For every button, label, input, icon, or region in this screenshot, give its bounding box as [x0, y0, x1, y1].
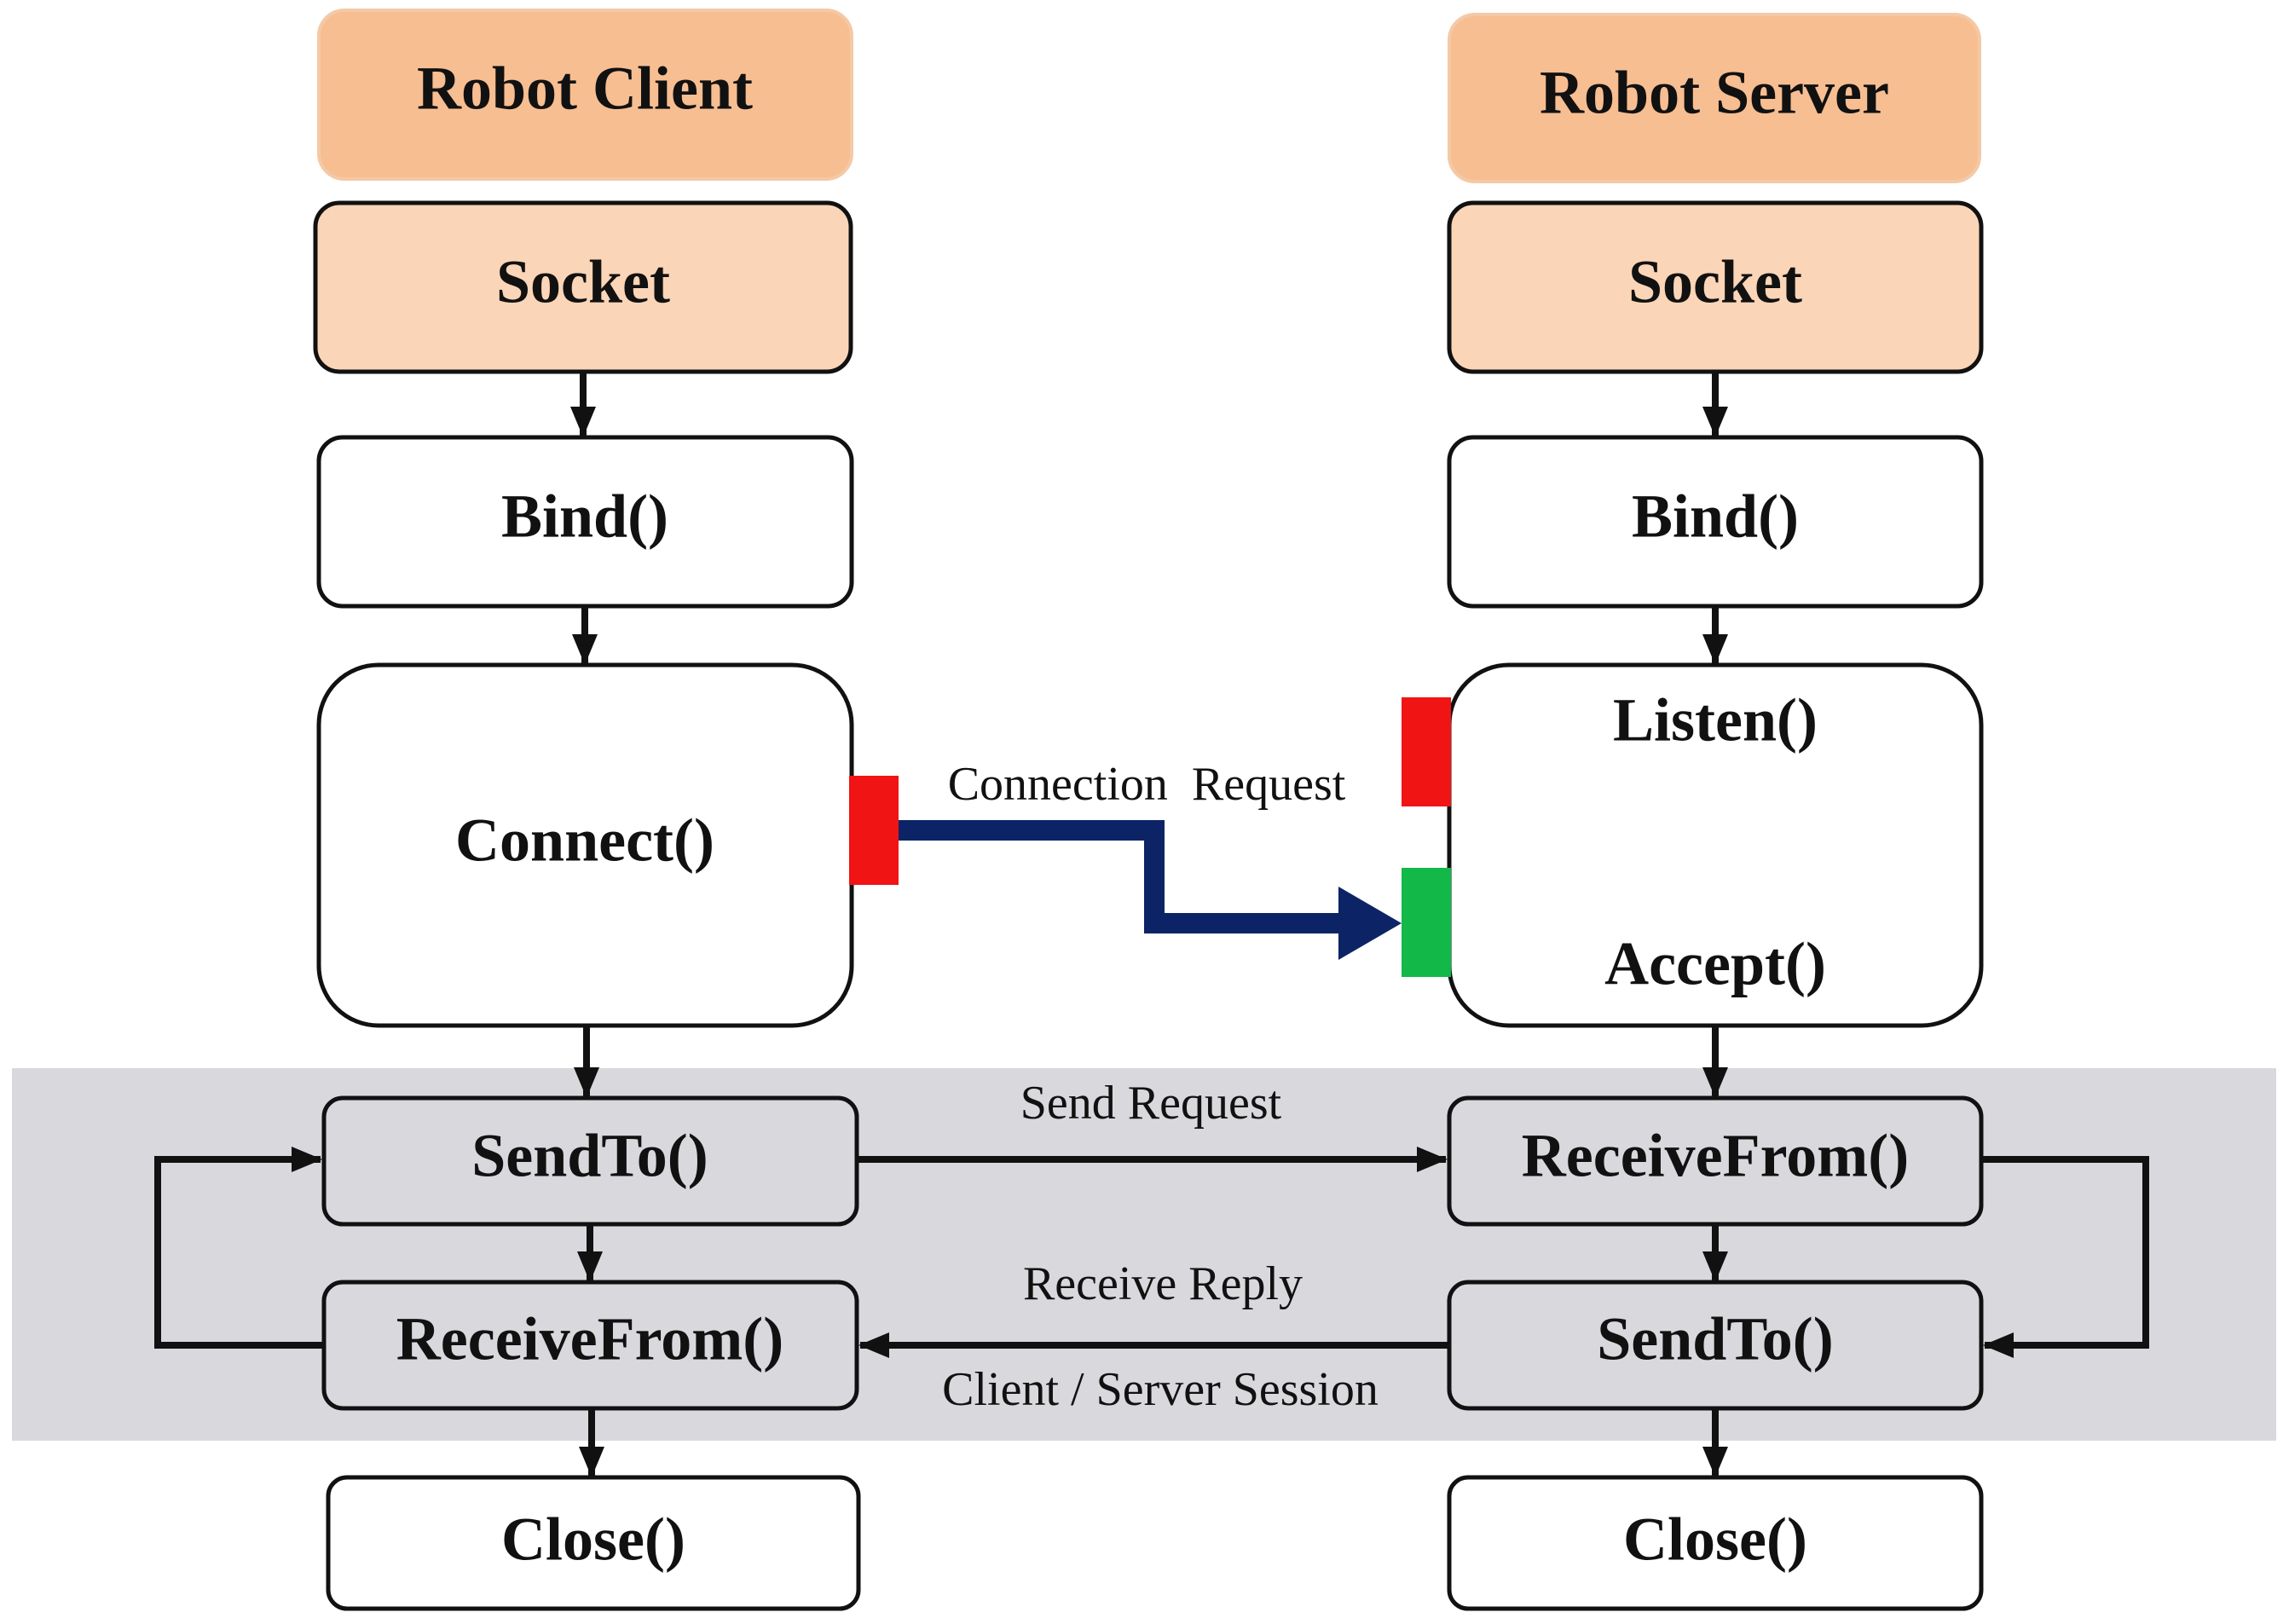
arrow-server-loop: [1981, 1156, 2149, 1358]
client-socket-label: Socket: [496, 248, 670, 316]
server-socket-box: Socket: [1447, 200, 1984, 374]
server-red-port: [1402, 697, 1451, 806]
server-receivefrom-box: ReceiveFrom(): [1447, 1095, 1984, 1227]
client-socket-box: Socket: [313, 200, 853, 374]
server-receivefrom-label: ReceiveFrom(): [1522, 1122, 1909, 1190]
client-sendto-box: SendTo(): [321, 1095, 859, 1227]
server-close-box: Close(): [1447, 1475, 1984, 1611]
server-title: Robot Server: [1540, 59, 1889, 127]
client-red-port: [849, 776, 899, 885]
arrow-connection-request: [899, 820, 1342, 933]
client-receivefrom-box: ReceiveFrom(): [321, 1280, 859, 1411]
server-sendto-box: SendTo(): [1447, 1280, 1984, 1411]
server-sendto-label: SendTo(): [1597, 1305, 1833, 1373]
client-connect-label: Connect(): [455, 806, 714, 875]
client-connect-box: Connect(): [316, 662, 854, 1028]
client-sendto-label: SendTo(): [471, 1122, 708, 1190]
client-bind-box: Bind(): [316, 435, 854, 609]
send-request-label: Send Request: [1020, 1077, 1282, 1130]
client-receivefrom-label: ReceiveFrom(): [396, 1305, 783, 1373]
receive-reply-label: Receive Reply: [1023, 1257, 1303, 1310]
client-close-box: Close(): [326, 1475, 861, 1611]
server-bind-label: Bind(): [1632, 483, 1799, 551]
client-close-label: Close(): [501, 1506, 685, 1574]
server-green-port: [1402, 868, 1451, 977]
server-close-label: Close(): [1623, 1506, 1807, 1574]
server-socket-label: Socket: [1628, 248, 1802, 316]
arrow-connection-request-head: [1338, 887, 1402, 960]
connection-request-label: Connection Request: [948, 758, 1346, 811]
server-accept-label: Accept(): [1604, 930, 1826, 998]
server-listen-label: Listen(): [1613, 686, 1818, 754]
server-title-box: Robot Server: [1448, 13, 1981, 183]
session-label: Client / Server Session: [942, 1363, 1379, 1416]
arrow-client-loop: [154, 1147, 324, 1349]
client-title: Robot Client: [417, 55, 753, 123]
client-bind-label: Bind(): [501, 483, 668, 551]
server-bind-box: Bind(): [1447, 435, 1984, 609]
client-title-box: Robot Client: [317, 9, 853, 181]
server-listen-accept-box: Listen() Accept(): [1447, 662, 1984, 1028]
